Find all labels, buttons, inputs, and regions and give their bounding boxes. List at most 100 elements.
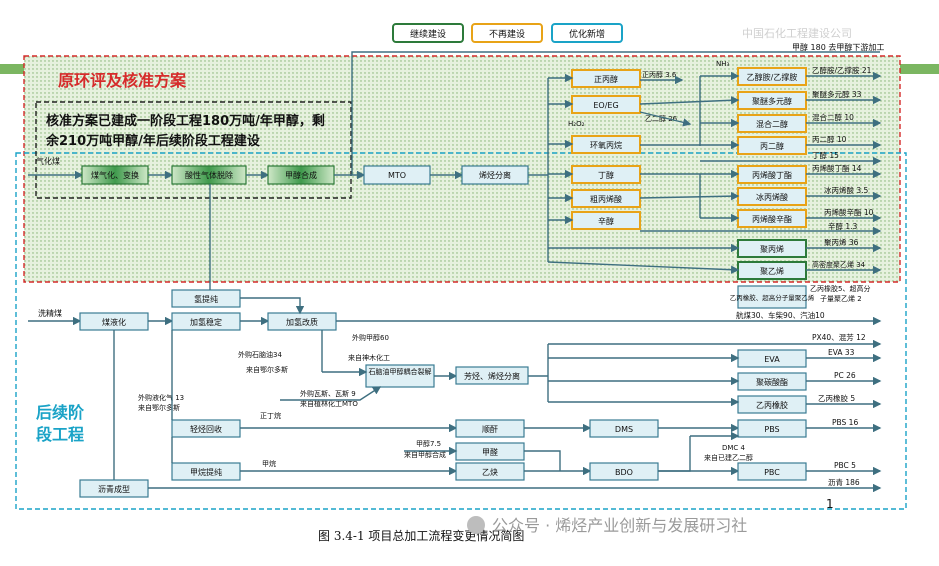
svg-text:煤液化: 煤液化 xyxy=(102,317,126,327)
legend-continue-label: 继续建设 xyxy=(410,28,446,40)
svg-text:乙丙橡胶、超高分子量聚乙烯: 乙丙橡胶、超高分子量聚乙烯 xyxy=(730,293,815,302)
label-from-mto: 来自植林化工MTO xyxy=(300,399,358,408)
svg-text:乙醇胺/乙撑胺: 乙醇胺/乙撑胺 xyxy=(747,72,798,82)
svg-text:EO/EG: EO/EG xyxy=(593,101,618,110)
label-asphalt-out: 沥青 186 xyxy=(828,477,860,487)
svg-text:BDO: BDO xyxy=(615,468,633,477)
label-epdm-out2: 子量聚乙烯 2 xyxy=(820,294,862,303)
label-ba-out: 丙烯酸丁酯 14 xyxy=(812,163,862,173)
legend-optimize xyxy=(551,23,623,43)
legend-optimize-label: 优化新增 xyxy=(569,28,605,40)
note-line1: 核准方案已建成一阶段工程180万吨/年甲醇，剩 xyxy=(46,113,325,129)
label-pbs-out: PBS 16 xyxy=(832,418,858,427)
svg-text:PBS: PBS xyxy=(764,425,779,434)
label-pc-out: PC 26 xyxy=(834,371,856,380)
label-ethylene-glycol: 乙二醇 26 xyxy=(645,114,678,123)
label-pg-out: 丙二醇 10 xyxy=(812,134,847,144)
svg-text:轻烃回收: 轻烃回收 xyxy=(190,424,222,434)
label-ethanolamine-out: 乙醇胺/乙撑胺 21 xyxy=(812,65,872,75)
label-eva-out: EVA 33 xyxy=(828,348,855,357)
svg-text:冰丙烯酸: 冰丙烯酸 xyxy=(756,192,788,202)
svg-text:甲烷提纯: 甲烷提纯 xyxy=(190,467,222,477)
later-title-2: 段工程 xyxy=(36,425,84,444)
wechat-icon xyxy=(467,516,485,534)
svg-text:丙烯酸辛酯: 丙烯酸辛酯 xyxy=(752,214,792,224)
svg-text:氢提纯: 氢提纯 xyxy=(194,294,218,304)
svg-text:酸性气体脱除: 酸性气体脱除 xyxy=(185,170,233,180)
label-lpg13: 外购液化气 13 xyxy=(138,393,184,402)
svg-text:丁醇: 丁醇 xyxy=(598,170,614,180)
svg-text:PBC: PBC xyxy=(764,468,780,477)
node-epdm-uhmw[interactable] xyxy=(737,285,807,309)
label-dmc4: DMC 4 xyxy=(722,444,746,452)
svg-text:煤气化、变换: 煤气化、变换 xyxy=(91,170,139,180)
label-px: PX40、混芳 12 xyxy=(812,332,866,342)
note-line2: 余210万吨甲醇/年后续阶段工程建设 xyxy=(45,133,261,149)
svg-text:聚乙烯: 聚乙烯 xyxy=(760,266,784,276)
svg-text:加氢改质: 加氢改质 xyxy=(286,317,318,327)
input-gas-coal: 气化煤 xyxy=(36,156,60,166)
label-methane: 甲烷 xyxy=(262,459,276,468)
page-number: 1 xyxy=(826,497,834,511)
svg-text:芳烃、烯烃分离: 芳烃、烯烃分离 xyxy=(464,371,520,381)
svg-text:聚丙烯: 聚丙烯 xyxy=(760,244,784,254)
label-methanol75: 甲醇7.5 xyxy=(416,439,441,448)
wechat-watermark: 公众号 · 烯烃产业创新与发展研习社 xyxy=(492,516,747,535)
label-mixed-diols-out: 混合二醇 10 xyxy=(812,112,854,122)
label-from-dmc: 来自已建乙二醇 xyxy=(704,453,753,462)
svg-text:甲醛: 甲醛 xyxy=(482,447,498,457)
svg-text:丙二醇: 丙二醇 xyxy=(760,141,784,151)
input-wash-coal: 洗精煤 xyxy=(38,308,62,318)
label-butanol-out: 丁醇 15 xyxy=(812,150,839,160)
label-pe-out: 高密度聚乙烯 34 xyxy=(812,260,866,269)
svg-text:聚碳酸酯: 聚碳酸酯 xyxy=(756,377,788,387)
svg-text:聚醚多元醇: 聚醚多元醇 xyxy=(752,96,792,106)
label-nh3: NH₃ xyxy=(716,60,730,68)
svg-text:环氧丙烷: 环氧丙烷 xyxy=(590,140,622,150)
svg-text:正丙醇: 正丙醇 xyxy=(594,74,618,84)
svg-text:顺酐: 顺酐 xyxy=(482,425,498,434)
later-region xyxy=(15,152,907,510)
svg-text:粗丙烯酸: 粗丙烯酸 xyxy=(590,194,622,204)
watermark-top: 中国石化工程建设公司 xyxy=(742,26,852,40)
note-box xyxy=(35,101,352,199)
svg-text:混合二醇: 混合二醇 xyxy=(756,119,788,129)
legend-continue xyxy=(392,23,464,43)
label-epdm-out1: 乙丙橡胶5、超高分 xyxy=(810,284,870,293)
label-glacial-out: 冰丙烯酸 3.5 xyxy=(824,185,869,195)
legend-nobuild xyxy=(471,23,543,43)
label-from-erdos2: 来自鄂尔多斯 xyxy=(138,403,180,412)
label-n-butane: 正丁烷 xyxy=(260,411,281,420)
svg-text:加氢稳定: 加氢稳定 xyxy=(190,317,222,327)
svg-text:DMS: DMS xyxy=(615,425,633,434)
label-from-methanol-syn: 来自甲醇合成 xyxy=(404,450,446,459)
svg-text:沥青成型: 沥青成型 xyxy=(98,484,130,494)
label-epdm-out: 乙丙橡胶 5 xyxy=(818,393,855,403)
label-ext-naphtha9: 外购瓦斯、瓦斯 9 xyxy=(300,389,356,398)
label-pbc-out: PBC 5 xyxy=(834,461,856,470)
label-h2o2: H₂O₂ xyxy=(568,120,585,128)
label-octanol-out: 辛醇 1.3 xyxy=(828,221,858,231)
label-oa-out: 丙烯酸辛酯 10 xyxy=(824,207,874,217)
svg-text:乙丙橡胶: 乙丙橡胶 xyxy=(756,400,788,410)
label-pp-out: 聚丙烯 36 xyxy=(824,237,859,247)
later-title-1: 后续阶 xyxy=(36,403,85,422)
label-naphtha34: 外购石脑油34 xyxy=(238,350,282,359)
svg-text:丙烯酸丁酯: 丙烯酸丁酯 xyxy=(752,170,792,180)
label-jet-fuel: 航煤30、车柴90、汽油10 xyxy=(736,310,825,320)
legend-nobuild-label: 不再建设 xyxy=(489,28,525,40)
label-from-shenmu: 来自神木化工 xyxy=(348,353,390,362)
svg-text:MTO: MTO xyxy=(388,171,406,180)
svg-text:烯烃分离: 烯烃分离 xyxy=(479,170,511,180)
label-methanol60: 外购甲醇60 xyxy=(352,333,389,342)
original-title: 原环评及核准方案 xyxy=(58,71,187,90)
label-from-erdos1: 来自鄂尔多斯 xyxy=(246,365,288,374)
svg-text:辛醇: 辛醇 xyxy=(598,216,614,226)
label-polyether-out: 聚醚多元醇 33 xyxy=(812,89,862,99)
svg-text:EVA: EVA xyxy=(764,355,780,364)
svg-text:乙炔: 乙炔 xyxy=(482,467,498,477)
label-propanol-out: 正丙醇 3.6 xyxy=(642,70,677,79)
svg-text:石脑油甲醇耦合裂解: 石脑油甲醇耦合裂解 xyxy=(369,367,432,376)
